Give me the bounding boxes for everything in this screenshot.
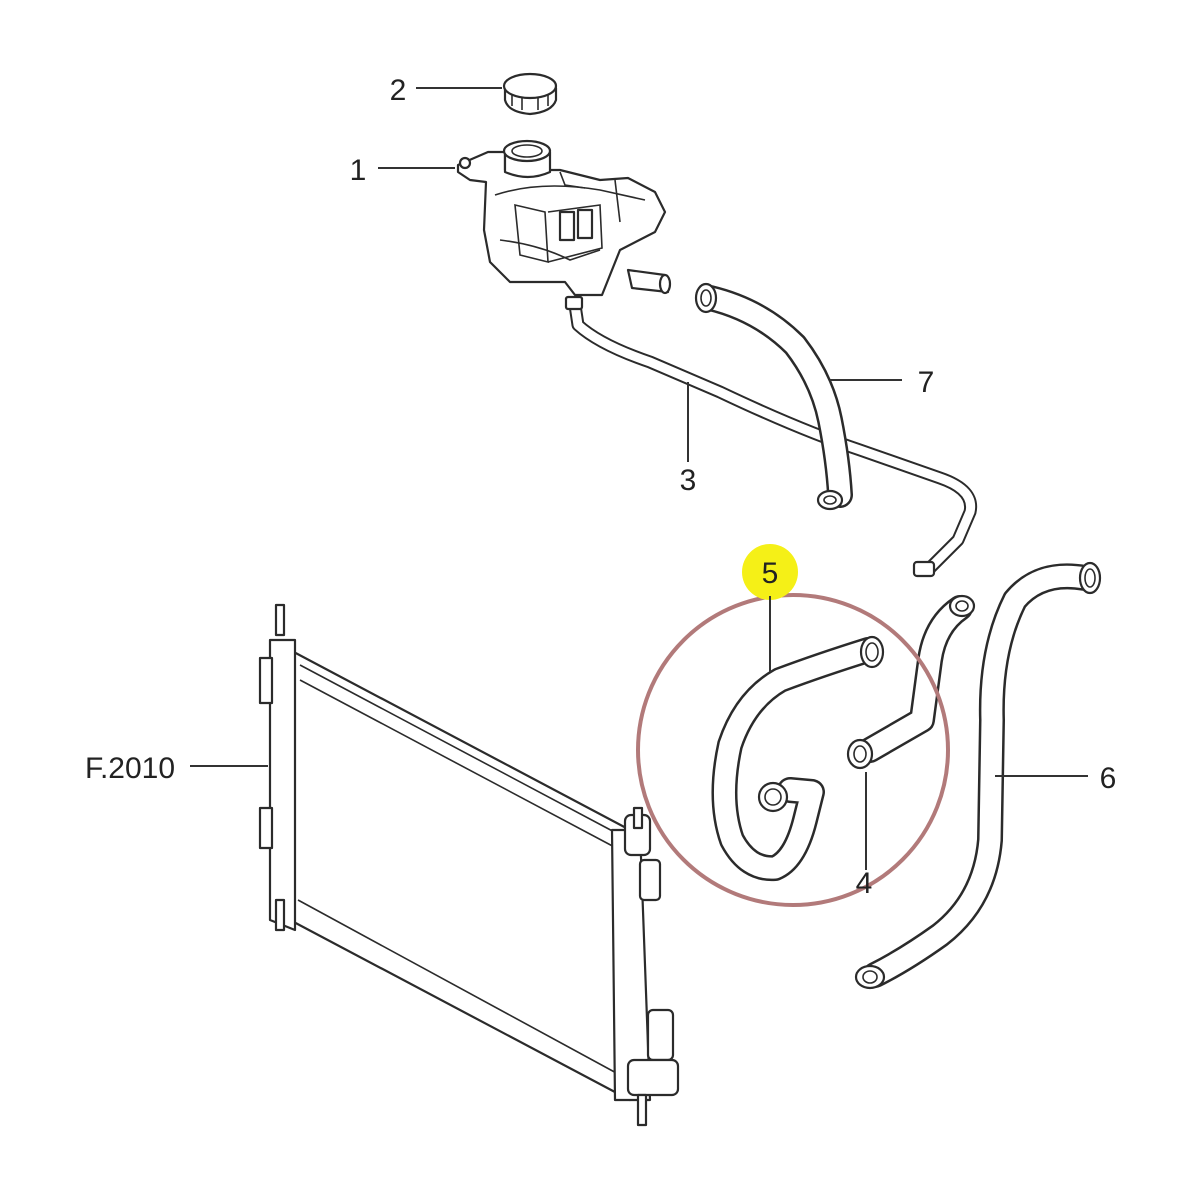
highlight-circle bbox=[636, 593, 950, 907]
callout-1: 1 bbox=[350, 154, 367, 187]
callout-6: 6 bbox=[1100, 762, 1117, 795]
callout-radiator-ref: F.2010 bbox=[85, 752, 175, 785]
callout-3: 3 bbox=[680, 464, 697, 497]
upper-hose bbox=[694, 282, 853, 511]
bleed-hose bbox=[564, 295, 978, 578]
short-hose bbox=[846, 594, 976, 770]
s-hose bbox=[711, 635, 885, 882]
radiator bbox=[258, 603, 680, 1127]
reservoir-cap bbox=[502, 72, 558, 116]
leader-lines bbox=[190, 87, 1088, 870]
callout-2: 2 bbox=[390, 74, 407, 107]
callout-4: 4 bbox=[856, 867, 873, 900]
expansion-tank bbox=[456, 139, 672, 297]
highlight-marker bbox=[742, 544, 798, 600]
callout-5: 5 bbox=[762, 557, 779, 590]
callout-7: 7 bbox=[918, 366, 935, 399]
lower-hose bbox=[854, 561, 1102, 990]
